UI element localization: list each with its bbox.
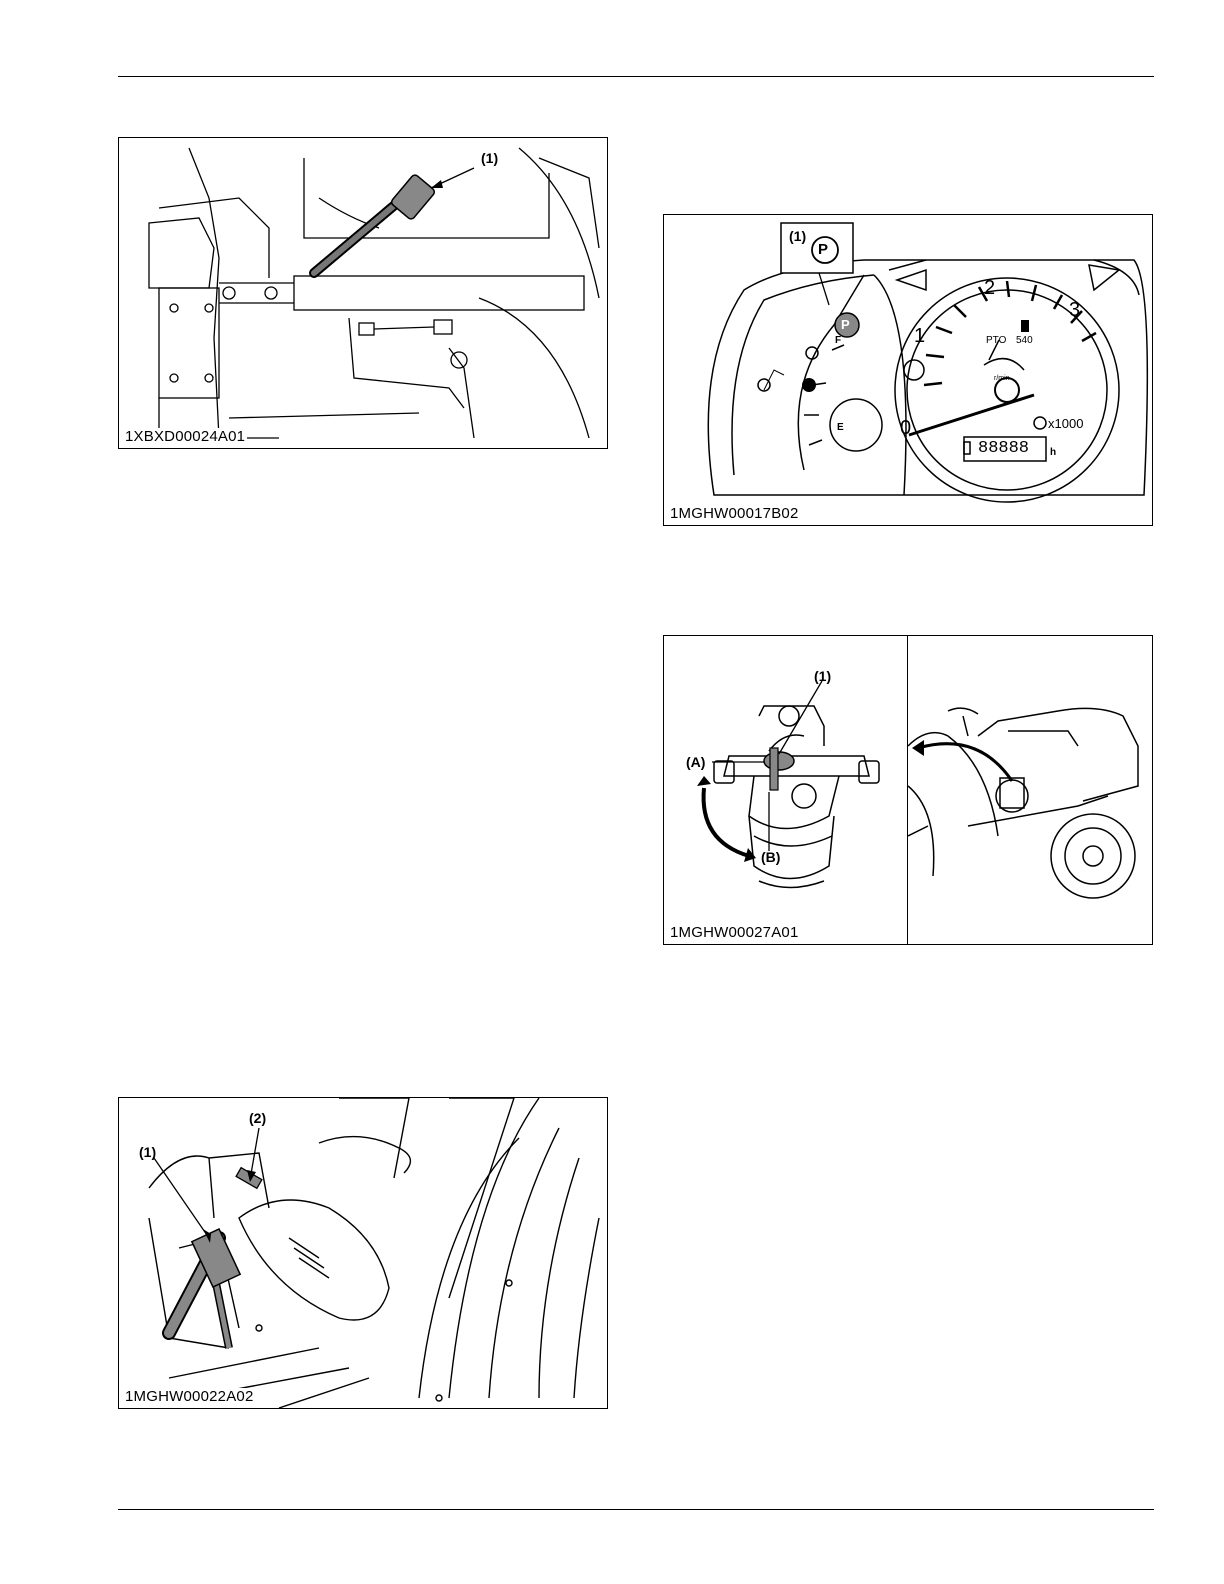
- tach-scale-0: 0: [900, 417, 911, 440]
- figure-water-separator: (1) (A) (B) 1MGHW00027A01: [663, 635, 1153, 945]
- callout-1: (1): [789, 228, 806, 244]
- tach-scale-1: 1: [914, 325, 925, 348]
- figure-brake-pedal-latch: (1) (2) 1MGHW00022A02: [118, 1097, 608, 1409]
- callout-b: (B): [761, 849, 780, 865]
- footer-rule: [118, 1509, 1154, 1510]
- figure-instrument-panel: (1) P P 0 1 2 3 x1000 PTO 540 r/min 8888…: [663, 214, 1153, 526]
- fuel-empty-label: E: [837, 422, 844, 433]
- figure-code: 1MGHW00022A02: [123, 1388, 256, 1405]
- callout-a: (A): [686, 754, 705, 770]
- park-indicator-lamp: P: [841, 317, 850, 332]
- tractor-location-illustration: [908, 636, 1153, 944]
- tach-multiplier: x1000: [1048, 416, 1083, 431]
- callout-1: (1): [481, 150, 498, 166]
- linkage-illustration: [119, 138, 607, 448]
- figure-code: 1XBXD00024A01: [123, 428, 247, 445]
- callout-2: (2): [249, 1110, 266, 1126]
- figure-code: 1MGHW00027A01: [668, 924, 801, 941]
- hour-unit: h: [1050, 447, 1056, 458]
- water-separator-illustration: [664, 636, 907, 944]
- brake-pedal-illustration: [119, 1098, 607, 1408]
- figure-code: 1MGHW00017B02: [668, 505, 801, 522]
- callout-1: (1): [139, 1144, 156, 1160]
- hour-meter: 88888: [978, 439, 1029, 458]
- pto-label: PTO: [986, 335, 1006, 346]
- tach-scale-3: 3: [1069, 299, 1080, 322]
- fuel-full-label: F: [835, 335, 841, 346]
- header-rule: [118, 76, 1154, 77]
- park-symbol-large: P: [818, 241, 828, 258]
- pto-value: 540: [1016, 335, 1033, 346]
- callout-1: (1): [814, 668, 831, 684]
- pto-unit: r/min: [994, 375, 1010, 382]
- tach-scale-2: 2: [984, 277, 995, 300]
- instrument-panel-illustration: [664, 215, 1152, 525]
- figure-parking-lever-linkage: (1) 1XBXD00024A01: [118, 137, 608, 449]
